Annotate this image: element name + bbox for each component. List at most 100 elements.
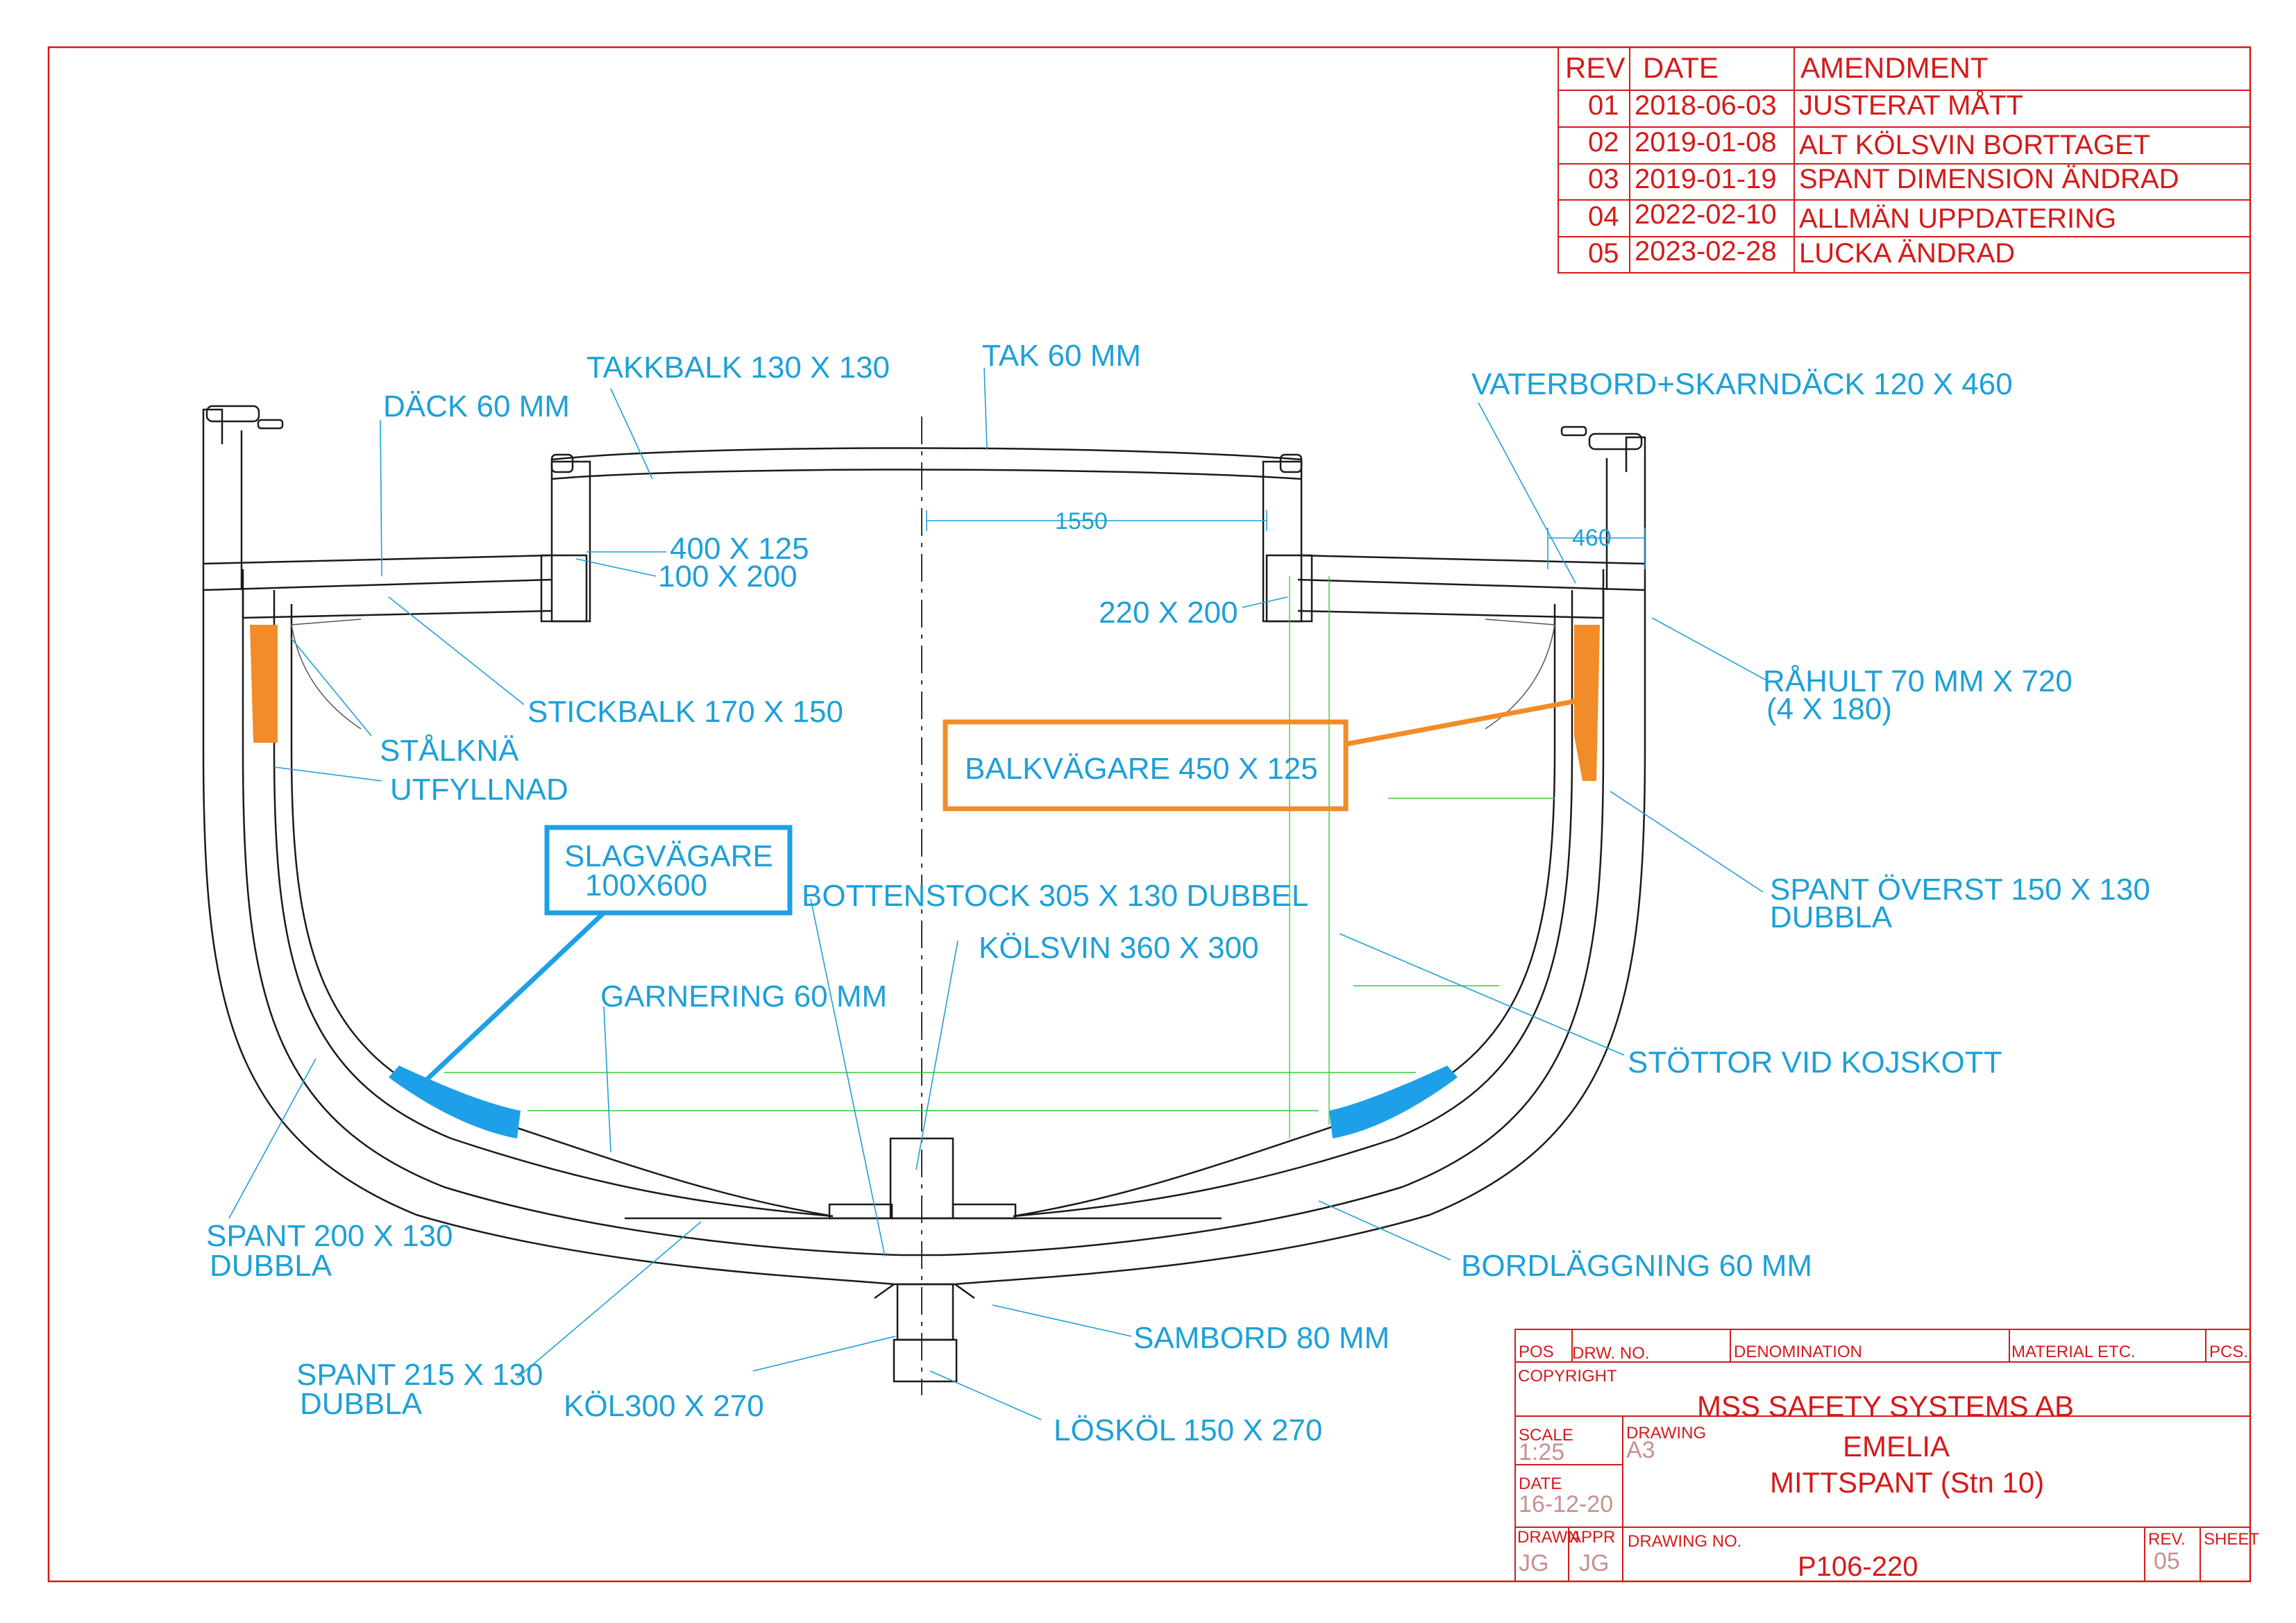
deck-right [1297, 554, 1646, 591]
tb-sheet-label: SHEET [2204, 1530, 2259, 1549]
label-stickbalk: STICKBALK 170 X 150 [527, 695, 843, 729]
label-sambord: SAMBORD 80 MM [1133, 1321, 1390, 1355]
label-utfyllnad: UTFYLLNAD [390, 773, 568, 807]
tb-copyright: COPYRIGHT [1518, 1367, 1617, 1386]
tb-project: EMELIA [1843, 1430, 1950, 1463]
tb-appr-value: JG [1579, 1550, 1609, 1576]
tb-drawing-label: DRAWING [1626, 1424, 1706, 1443]
tb-drawn-value: JG [1519, 1550, 1548, 1576]
tb-date-value: 16-12-20 [1519, 1491, 1613, 1517]
rev-row-5-rev: 05 [1588, 238, 1619, 269]
floor-timber-left [828, 1203, 893, 1220]
rail-pin-right [1560, 426, 1587, 437]
dim-460-text: 460 [1572, 525, 1612, 551]
label-400x125: 400 X 125 [670, 532, 809, 566]
slagvagare-callout-box [544, 825, 793, 916]
label-slagvagare-1: SLAGVÄGARE [564, 839, 773, 873]
tb-pos: POS [1519, 1343, 1554, 1361]
leader-lines [228, 367, 1767, 1420]
slagvagare-right-highlight [1329, 1066, 1458, 1138]
revision-table [1558, 47, 2251, 274]
tb-company: MSS SAFETY SYSTEMS AB [1697, 1390, 2074, 1422]
label-tak: TAK 60 MM [982, 339, 1141, 373]
hull-outer-planking [202, 444, 1646, 1286]
label-bottenstock: BOTTENSTOCK 305 X 130 DUBBEL [802, 879, 1308, 913]
coaming-right [1262, 460, 1303, 623]
deck-left [203, 554, 552, 591]
label-spant-200-2: DUBBLA [210, 1249, 332, 1283]
tb-drw-no: DRW. NO. [1572, 1344, 1650, 1363]
label-spant-215-2: DUBBLA [300, 1387, 423, 1421]
label-spant-215-1: SPANT 215 X 130 [296, 1358, 543, 1392]
slagvagare-left-highlight [389, 1066, 521, 1138]
tb-drawing-no-value: P106-220 [1798, 1551, 1918, 1582]
rev-row-5-date: 2023-02-28 [1635, 236, 1777, 267]
sheet-border [47, 46, 2252, 1583]
label-dack: DÄCK 60 MM [383, 389, 570, 423]
tb-drawing-no-label: DRAWING NO. [1628, 1532, 1741, 1551]
keel [896, 1283, 954, 1341]
balkvagare-callout-box [943, 719, 1349, 812]
rev-row-4-rev: 04 [1588, 201, 1619, 232]
bunk-bulkhead-lines [444, 576, 1555, 1138]
rev-row-3-date: 2019-01-19 [1635, 164, 1777, 194]
steel-knee-right [1485, 619, 1555, 730]
hull-inner-planking [242, 569, 1605, 1256]
bulwark-right [1605, 436, 1646, 590]
tb-appr-label: APPR [1570, 1528, 1615, 1547]
rail-pin-left [257, 419, 284, 430]
rev-row-1-date: 2018-06-03 [1635, 90, 1777, 121]
dimension-1550 [926, 510, 1267, 531]
tb-drawn-label: DRAWN [1517, 1528, 1580, 1547]
label-rahult-1: RÅHULT 70 MM X 720 [1763, 664, 2073, 698]
label-spant-200-1: SPANT 200 X 130 [206, 1219, 453, 1253]
rev-row-2-rev: 02 [1588, 127, 1619, 158]
tb-scale-value: 1:25 [1519, 1439, 1564, 1465]
label-spant-overst-2: DUBBLA [1770, 900, 1893, 934]
tb-material: MATERIAL ETC. [2011, 1343, 2136, 1361]
slagvagare-callout-leader [425, 911, 606, 1082]
title-block [1514, 1329, 2251, 1582]
label-vaterbord: VATERBORD+SKARNDÄCK 120 X 460 [1471, 367, 2013, 401]
rev-header: REV [1565, 51, 1625, 84]
rail-cap-left [205, 405, 260, 423]
rev-row-3-rev: 03 [1588, 164, 1619, 194]
tb-rev-value: 05 [2154, 1548, 2180, 1574]
tb-title: MITTSPANT (Stn 10) [1770, 1466, 2044, 1499]
floor-timber-right [952, 1203, 1017, 1220]
dimension-460 [1547, 528, 1646, 569]
roof-edge-right [1279, 453, 1303, 473]
label-stalkna: STÅLKNÄ [380, 734, 519, 768]
roof-edge-left [550, 453, 574, 473]
cabin-roof [551, 447, 1302, 480]
rev-row-1-amendment: JUSTERAT MÅTT [1799, 90, 2023, 121]
coaming-carline-left [540, 554, 588, 623]
balkvagare-callout-leader [1345, 698, 1576, 747]
garboard-right [954, 1283, 975, 1300]
tb-scale-label: SCALE [1519, 1426, 1573, 1445]
hull-section [202, 405, 1646, 1395]
date-header: DATE [1643, 51, 1719, 84]
label-100x200: 100 X 200 [658, 560, 797, 594]
label-loskol: LÖSKÖL 150 X 270 [1054, 1413, 1322, 1447]
rev-row-4-amendment: ALLMÄN UPPDATERING [1799, 203, 2116, 234]
label-kol: KÖL300 X 270 [564, 1389, 764, 1423]
label-bordlaggning: BORDLÄGGNING 60 MM [1461, 1249, 1812, 1283]
label-spant-overst-1: SPANT ÖVERST 150 X 130 [1770, 873, 2150, 907]
coaming-left [550, 460, 591, 623]
tb-rev-label: REV. [2148, 1530, 2186, 1549]
rev-row-1-rev: 01 [1588, 90, 1619, 121]
deck-beam-left [242, 590, 552, 619]
label-takkbalk: TAKKBALK 130 X 130 [586, 351, 890, 385]
label-garnering: GARNERING 60 MM [600, 979, 887, 1014]
rev-row-2-amendment: ALT KÖLSVIN BORTTAGET [1799, 130, 2150, 160]
balkvagare-left-highlight [250, 625, 278, 743]
dim-1550-text: 1550 [1055, 508, 1108, 535]
balkvagare-right-highlight [1574, 625, 1600, 781]
deck-beam-right [1297, 590, 1605, 619]
label-kolsvin: KÖLSVIN 360 X 300 [979, 931, 1259, 965]
tb-denomination: DENOMINATION [1734, 1343, 1862, 1361]
garboard-left [874, 1283, 895, 1300]
label-balkvagare: BALKVÄGARE 450 X 125 [965, 752, 1318, 786]
